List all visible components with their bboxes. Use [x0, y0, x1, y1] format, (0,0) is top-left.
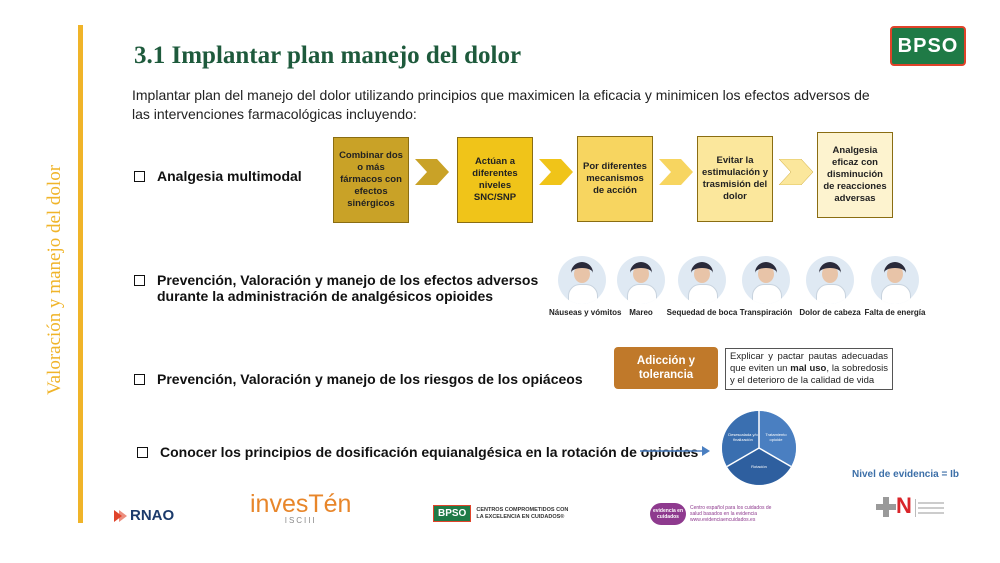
bullet-text: Prevención, Valoración y manejo de los r… [157, 371, 583, 387]
flow-step-5: Analgesia eficaz con disminución de reac… [817, 132, 893, 218]
rotation-cycle-diagram: Desescalada y/o finalización Tratamiento… [721, 410, 797, 486]
cycle-segment-rotacion: Rotación [751, 464, 767, 469]
flow-step-4: Evitar la estimulación y trasmisión del … [697, 136, 773, 222]
bpso-centros-logo: BPSO CENTROS COMPROMETIDOS CON LA EXCELE… [433, 505, 572, 522]
bullet-text-line2: durante la administración de analgésicos… [157, 288, 494, 304]
checkbox-icon [137, 447, 148, 458]
arrow-to-cycle-icon [640, 444, 710, 462]
evidencia-cuidados-logo: evidencia en cuidados Centro español par… [650, 503, 782, 525]
page-title: 3.1 Implantar plan manejo del dolor [134, 42, 522, 69]
cycle-segment-desescalada: Desescalada y/o finalización [728, 432, 758, 442]
woman-dry-mouth-icon [678, 256, 726, 304]
rnao-logo: RNAO [114, 507, 174, 524]
intro-text: Implantar plan del manejo del dolor util… [132, 87, 870, 122]
bullet-text-line1: Prevención, Valoración y manejo de los e… [157, 272, 539, 288]
woman-tired-icon [871, 256, 919, 304]
effect-nauseas: Náuseas y vómitos [549, 256, 621, 317]
investen-logo: invesTén ISCIII [250, 490, 352, 526]
bullet-analgesia: Analgesia multimodal [134, 168, 302, 184]
arrow-right-icon [415, 159, 451, 190]
cycle-segment-tratamiento: Tratamiento opioide [765, 432, 787, 442]
bullet-dosificacion: Conocer los principios de dosificación e… [137, 444, 698, 460]
navarra-text-lines [914, 499, 946, 517]
bullet-efectos-adversos: Prevención, Valoración y manejo de los e… [134, 272, 538, 304]
arrow-right-icon [539, 159, 575, 190]
woman-dizzy-icon [617, 256, 665, 304]
woman-sweating-icon [742, 256, 790, 304]
checkbox-icon [134, 275, 145, 286]
effect-transpiracion: Transpiración [736, 256, 796, 317]
woman-headache-icon [806, 256, 854, 304]
effect-sequedad-boca: Sequedad de boca [666, 256, 738, 317]
arrow-right-icon [778, 158, 815, 190]
flow-step-2: Actúan a diferentes niveles SNC/SNP [457, 137, 533, 223]
arrow-right-icon [659, 159, 695, 190]
woman-nausea-icon [558, 256, 606, 304]
checkbox-icon [134, 374, 145, 385]
cross-icon [876, 497, 896, 517]
effect-falta-energia: Falta de energía [863, 256, 927, 317]
side-accent-bar [78, 25, 83, 523]
effect-mareo: Mareo [613, 256, 669, 317]
navarra-logo: N [876, 495, 946, 517]
checkbox-icon [134, 171, 145, 182]
rnao-chevron-icon [114, 509, 127, 522]
risk-description: Explicar y pactar pautas adecuadas que e… [725, 348, 893, 390]
bpso-logo: BPSO [890, 26, 966, 66]
flow-step-1: Combinar dos o más fármacos con efectos … [333, 137, 409, 223]
adiccion-tolerancia-box: Adicción y tolerancia [614, 347, 718, 389]
bullet-text: Conocer los principios de dosificación e… [160, 444, 699, 460]
side-title: Valoración y manejo del dolor [44, 164, 65, 395]
flow-step-3: Por diferentes mecanismos de acción [577, 136, 653, 222]
evidence-level: Nivel de evidencia = Ib [852, 469, 959, 480]
bullet-text: Analgesia multimodal [157, 168, 302, 184]
effect-dolor-cabeza: Dolor de cabeza [798, 256, 862, 317]
bullet-riesgos-opiaceos: Prevención, Valoración y manejo de los r… [134, 371, 583, 387]
